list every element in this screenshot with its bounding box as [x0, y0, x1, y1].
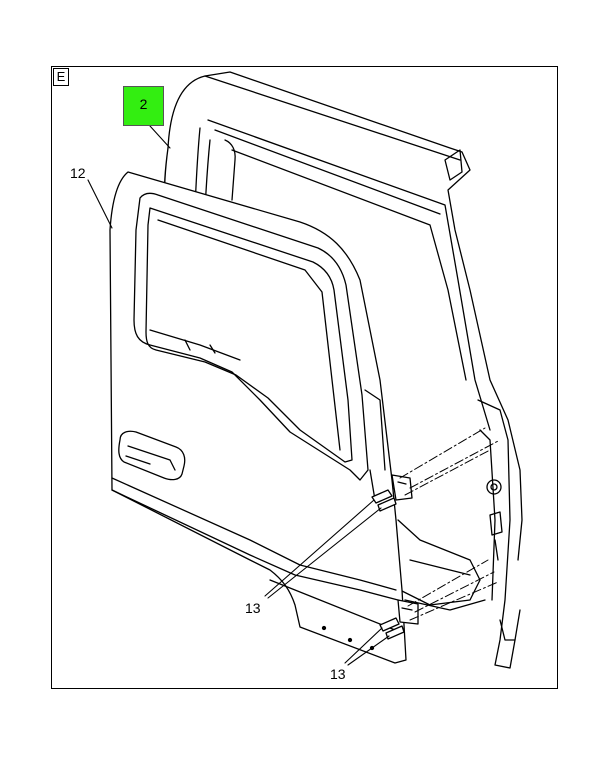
leader-lines	[87, 125, 390, 666]
door-opening-frame	[163, 71, 523, 669]
callout-2-highlight: 2	[123, 86, 164, 126]
callout-13-upper: 13	[245, 600, 261, 616]
callout-13-lower: 13	[330, 666, 346, 682]
callout-12: 12	[70, 165, 86, 181]
hinge-bolts	[371, 489, 405, 640]
alignment-lines	[399, 427, 501, 621]
door-assembly	[109, 171, 419, 664]
view-label: E	[53, 68, 69, 86]
